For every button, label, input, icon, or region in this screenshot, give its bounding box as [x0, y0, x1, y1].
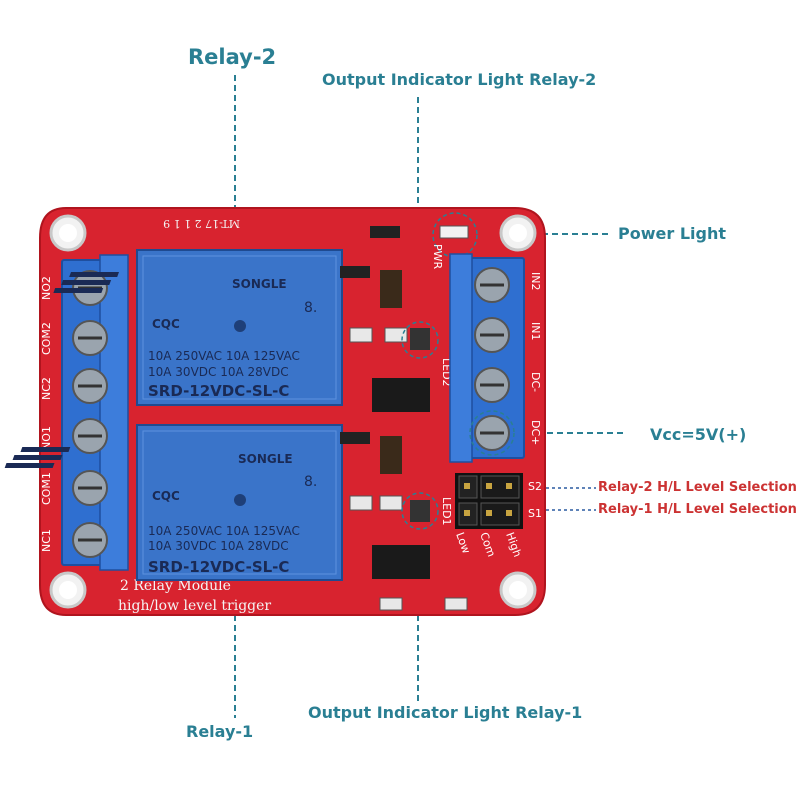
- resistor: [370, 226, 400, 238]
- transistor: [340, 266, 370, 278]
- dc-plus-highlight: [469, 410, 515, 456]
- relay-1: SONGLE CQC 8. 10A 250VAC 10A 125VAC 10A …: [4, 424, 343, 581]
- callout-relay-1: Relay-1: [186, 722, 254, 741]
- resistor: [444, 597, 468, 611]
- pin-label-no2: NO2: [40, 276, 53, 300]
- jumper-cap-s2[interactable]: [480, 475, 520, 499]
- pin-label-no1: NO1: [40, 426, 53, 450]
- relay-2: SONGLE CQC 8. 10A 250VAC 10A 125VAC 10A …: [53, 249, 343, 406]
- pin-label-in1: IN1: [529, 322, 542, 340]
- callout-relay-2: Relay-2: [188, 45, 277, 69]
- diode: [380, 436, 402, 474]
- led1-label: LED1: [440, 497, 453, 526]
- smd-components: [340, 225, 469, 611]
- relay-rating-1: 10A 250VAC 10A 125VAC: [148, 349, 300, 363]
- cert-mark: CQC: [152, 317, 180, 331]
- relay-model: SRD-12VDC-SL-C: [148, 382, 289, 400]
- callout-output-indicator-1: Output Indicator Light Relay-1: [308, 703, 583, 722]
- pin-label-com1: COM1: [40, 472, 53, 505]
- capacitor: [384, 327, 408, 343]
- jumper-cap-s1[interactable]: [480, 502, 520, 526]
- capacitor: [349, 495, 373, 511]
- pin-label-com2: COM2: [40, 322, 53, 355]
- silkscreen-trigger: high/low level trigger: [118, 598, 271, 614]
- callout-relay1-level: Relay-1 H/L Level Selection: [598, 502, 797, 517]
- silkscreen-module: 2 Relay Module: [120, 578, 231, 594]
- relay-mark: 8.: [304, 300, 317, 316]
- relay-rating-2: 10A 30VDC 10A 28VDC: [148, 539, 289, 553]
- diode: [380, 270, 402, 308]
- songle-logo-icon: [53, 272, 120, 293]
- cert-mark: CQC: [152, 489, 180, 503]
- relay-mark: 8.: [304, 474, 317, 490]
- pwr-label: PWR: [431, 244, 444, 270]
- capacitor: [349, 327, 373, 343]
- right-terminal-block: [449, 253, 525, 463]
- relay-hole: [234, 320, 246, 332]
- relay-hole: [234, 494, 246, 506]
- led2: [410, 328, 430, 350]
- left-terminal-block: [61, 254, 129, 571]
- pin-label-nc1: NC1: [40, 529, 53, 552]
- callout-relay2-level: Relay-2 H/L Level Selection: [598, 480, 797, 495]
- pin-label-dc-plus: DC+: [529, 420, 542, 445]
- jumper-label-s2: S2: [528, 480, 542, 493]
- led1-highlight: [401, 492, 439, 530]
- songle-logo-icon: [4, 447, 71, 468]
- jumper-header: [455, 473, 523, 529]
- callout-power-light: Power Light: [618, 224, 726, 243]
- capacitor: [379, 495, 403, 511]
- optocoupler-1: [372, 545, 430, 579]
- callout-output-indicator-2: Output Indicator Light Relay-2: [322, 70, 597, 89]
- optocoupler-2: [372, 378, 430, 412]
- relay-brand: SONGLE: [232, 277, 287, 291]
- relay-brand: SONGLE: [238, 452, 293, 466]
- transistor: [340, 432, 370, 444]
- resistor: [379, 597, 403, 611]
- relay-rating-2: 10A 30VDC 10A 28VDC: [148, 365, 289, 379]
- led2-highlight: [401, 321, 439, 359]
- led1: [410, 500, 430, 522]
- jumper-label-s1: S1: [528, 507, 542, 520]
- silkscreen-top: MT-17 2 1 1 9: [163, 217, 240, 230]
- pin-label-nc2: NC2: [40, 377, 53, 400]
- relay-model: SRD-12VDC-SL-C: [148, 558, 289, 576]
- pin-label-in2: IN2: [529, 272, 542, 290]
- callout-vcc: Vcc=5V(+): [650, 425, 747, 444]
- relay-rating-1: 10A 250VAC 10A 125VAC: [148, 524, 300, 538]
- power-led: [439, 225, 469, 239]
- pin-label-dc-minus: DC-: [529, 372, 542, 392]
- left-pin-labels: NO2 COM2 NC2 NO1 COM1 NC1: [40, 276, 53, 552]
- right-pin-labels: IN2 IN1 DC- DC+: [529, 272, 542, 445]
- power-led-highlight: [432, 212, 478, 258]
